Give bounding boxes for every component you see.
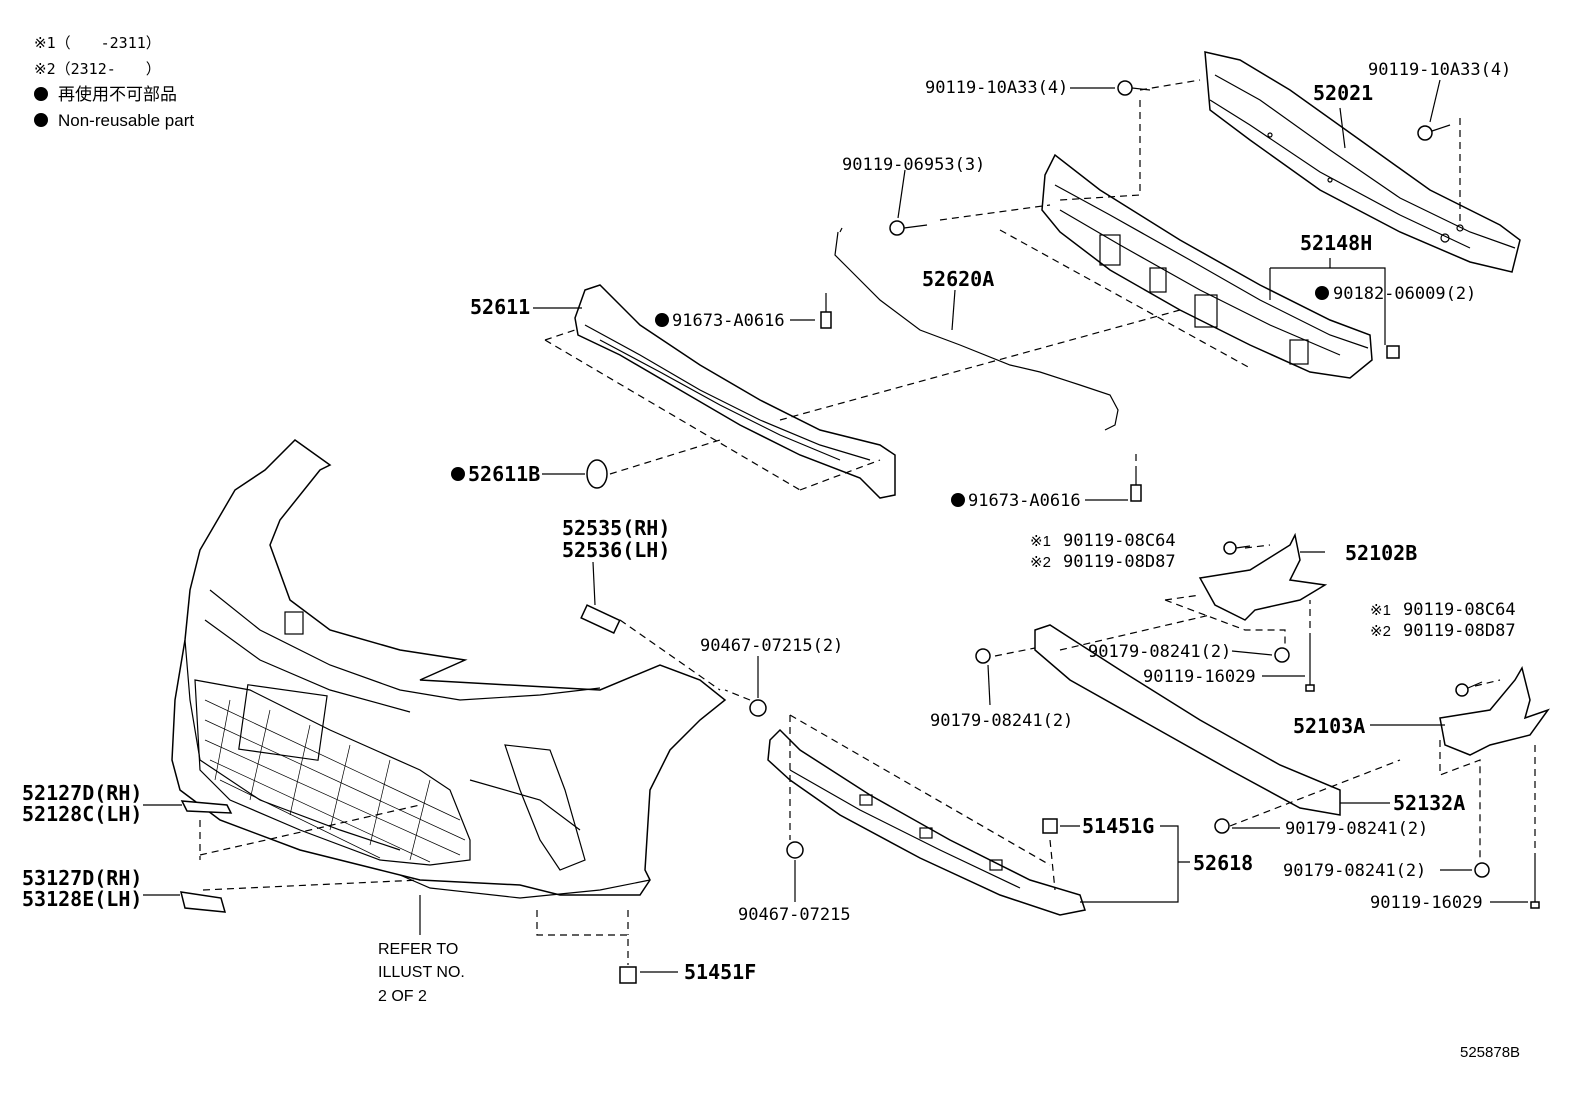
label-90179-08241-d: 90179-08241(2) [1283, 861, 1426, 881]
label-51451f: 51451F [684, 960, 756, 984]
sensor-52535 [580, 604, 621, 635]
clip-51451g [1042, 818, 1058, 834]
bolt-90119-16029-a [1305, 640, 1315, 692]
label-53128e: 53128E(LH) [22, 887, 142, 911]
label-52148h: 52148H [1300, 231, 1372, 255]
label-90119-08d87-b: 90119-08D87 [1403, 621, 1516, 641]
label-90182-06009: 90182-06009(2) [1333, 284, 1476, 304]
label-53127d: 53127D(RH) [22, 866, 142, 890]
bolt-90119-08c64-a [1223, 541, 1251, 555]
guide-lines [199, 79, 1536, 965]
label-51451g: 51451G [1082, 814, 1154, 838]
label-52132a: 52132A [1393, 791, 1465, 815]
nut-90467-07215-2 [749, 699, 767, 717]
legend-nonreusable-jp: 再使用不可部品 [34, 82, 194, 108]
label-52611b: 52611B [468, 462, 540, 486]
label-90119-08d87-a: 90119-08D87 [1063, 552, 1176, 572]
harness-52620a [834, 231, 1119, 431]
fasteners [179, 80, 1540, 984]
label-90119-08c64-a: 90119-08C64 [1063, 531, 1176, 551]
refer-line-1: REFER TO [378, 941, 458, 958]
nut-90179-08241-a [1274, 647, 1290, 663]
refer-line-3: 2 OF 2 [378, 988, 427, 1005]
nut-90182-06009 [1386, 345, 1400, 359]
illustration-id: 525878B [1460, 1044, 1520, 1061]
nut-90179-08241-d [1474, 862, 1490, 878]
label-52618: 52618 [1193, 851, 1253, 875]
reinforcement-52021 [1204, 51, 1521, 273]
lower-cover-52618 [767, 728, 1086, 916]
label-90467-07215-2: 90467-07215(2) [700, 636, 843, 656]
absorber-52148h [1041, 153, 1373, 379]
label-52535: 52535(RH) [562, 516, 670, 540]
label-91673-a0616-bottom: 91673-A0616 [968, 491, 1081, 511]
label-91673-a0616-top: 91673-A0616 [672, 311, 785, 331]
nonreusable-marker-90182 [1315, 286, 1329, 300]
legend-nonreusable-jp-text: 再使用不可部品 [58, 85, 177, 104]
label-90119-08d87-a-mark: ※2 [1030, 554, 1051, 571]
label-90179-08241-b: 90179-08241(2) [930, 711, 1073, 731]
bracket-52103a [1439, 666, 1550, 756]
label-90119-08c64-b-mark: ※1 [1370, 602, 1391, 619]
nonreusable-marker-91673-top [655, 313, 669, 327]
label-52620a: 52620A [922, 267, 994, 291]
clip-91673-a0616-top [820, 300, 832, 329]
label-90119-08d87-b-mark: ※2 [1370, 623, 1391, 640]
nut-90467-07215 [786, 841, 804, 859]
label-52128c: 52128C(LH) [22, 802, 142, 826]
bolt-90119-10a33-left [1117, 80, 1151, 96]
cover-52127d [180, 800, 233, 814]
bracket-52102b [1198, 532, 1328, 621]
label-90119-08c64-a-mark: ※1 [1030, 533, 1051, 550]
nut-90179-08241-b [975, 648, 991, 664]
label-90119-06953: 90119-06953(3) [842, 155, 985, 175]
label-90119-08c64-b: 90119-08C64 [1403, 600, 1516, 620]
leader-lines [143, 79, 1528, 973]
bullet-icon [34, 113, 48, 127]
label-52127d: 52127D(RH) [22, 781, 142, 805]
nonreusable-marker-91673-bottom [951, 493, 965, 507]
front-bumper-cover [171, 439, 727, 899]
label-52103a: 52103A [1293, 714, 1365, 738]
clip-52611b [586, 459, 608, 489]
label-90179-08241-c: 90179-08241(2) [1285, 819, 1428, 839]
bolt-90119-10a33-right [1417, 124, 1451, 141]
cover-53127d [179, 891, 227, 913]
bolt-90119-08c64-b [1455, 681, 1483, 697]
legend-nonreusable-en: Non-reusable part [34, 108, 194, 134]
legend-note-2: ※2（2312- ） [34, 60, 161, 78]
label-52611: 52611 [470, 295, 530, 319]
refer-line-2: ILLUST NO. [378, 964, 465, 981]
nonreusable-marker-52611b [451, 467, 465, 481]
label-90119-10a33-right: 90119-10A33(4) [1368, 60, 1511, 80]
label-90179-08241-a: 90179-08241(2) [1088, 642, 1231, 662]
nut-90179-08241-c [1214, 818, 1230, 834]
label-90119-16029-b: 90119-16029 [1370, 893, 1483, 913]
bolt-90119-06953 [889, 220, 928, 236]
label-90467-07215: 90467-07215 [738, 905, 851, 925]
absorber-52611 [574, 284, 896, 499]
bracket-52132a [1034, 624, 1341, 816]
label-52102b: 52102B [1345, 541, 1417, 565]
bullet-icon [34, 87, 48, 101]
label-90119-10a33-left: 90119-10A33(4) [925, 78, 1068, 98]
label-90119-16029-a: 90119-16029 [1143, 667, 1256, 687]
bolt-90119-16029-b [1530, 860, 1540, 909]
label-52536: 52536(LH) [562, 538, 670, 562]
legend-nonreusable-en-text: Non-reusable part [58, 111, 195, 130]
legend: ※1（ -2311） ※2（2312- ） 再使用不可部品 Non-reusab… [34, 30, 194, 134]
clip-51451f [619, 966, 637, 984]
label-52021: 52021 [1313, 81, 1373, 105]
clip-91673-a0616-bottom [1130, 473, 1142, 502]
legend-note-1: ※1（ -2311） [34, 34, 161, 52]
